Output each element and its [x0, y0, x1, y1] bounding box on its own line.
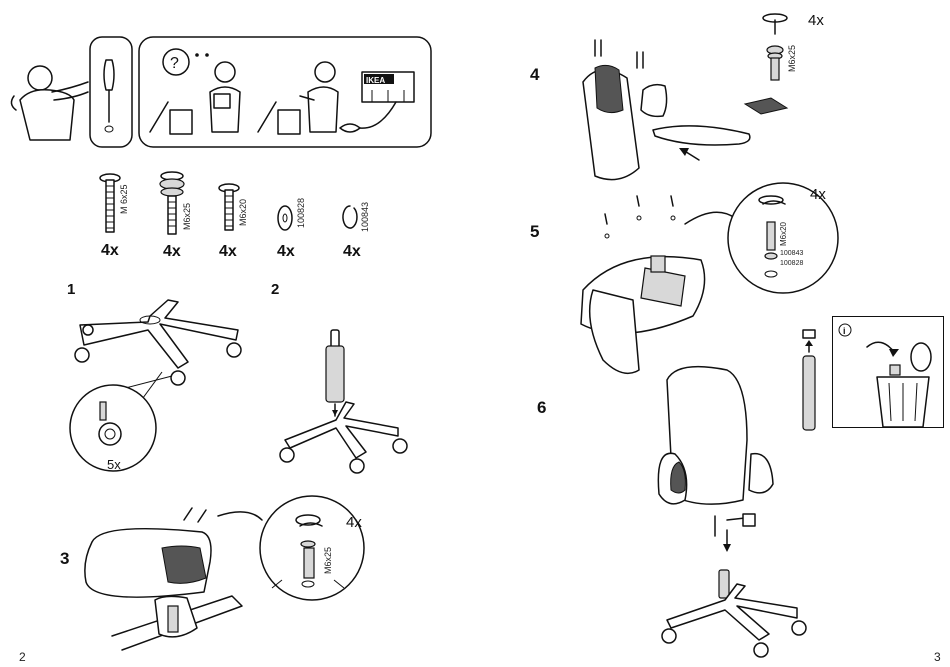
step-6-illustration [658, 330, 815, 657]
step-1-number: 1 [67, 281, 75, 298]
left-page-illustrations: ? IKEA [0, 0, 475, 667]
spring-washer-icon [343, 206, 357, 228]
info-box: i [832, 316, 944, 428]
step-1-detail-qty: 5x [107, 457, 121, 472]
screw-with-washers-icon [160, 172, 184, 234]
trash-disposal-illustration: i [833, 317, 943, 427]
step-1-base-illustration [70, 300, 241, 471]
help-panel: ? IKEA [139, 37, 431, 147]
step-2-number: 2 [271, 281, 279, 298]
step-6-number: 6 [537, 398, 546, 418]
step-3-detail-code: M6x25 [323, 547, 333, 574]
step-4-illustration [583, 14, 787, 180]
part-code-4: 100828 [296, 198, 306, 228]
right-page: i 4 4x M6x25 5 4x M6x20 100843 100828 6 … [475, 0, 950, 667]
step-4-number: 4 [530, 65, 539, 85]
step-5-washer-code-1: 100843 [780, 250, 803, 257]
part-code-2: M6x25 [182, 203, 192, 230]
svg-text:i: i [843, 326, 846, 336]
page-number-right: 3 [934, 650, 941, 664]
screwdriver-panel [90, 37, 132, 147]
step-4-detail-code: M6x25 [787, 45, 797, 72]
part-qty-4: 4x [277, 243, 295, 261]
part-code-5: 100843 [360, 202, 370, 232]
step-5-illustration [581, 183, 838, 373]
step-5-detail-code: M6x20 [779, 222, 788, 246]
svg-text:IKEA: IKEA [366, 76, 385, 85]
step-3-number: 3 [60, 549, 69, 569]
assembly-person-icon [11, 66, 88, 140]
screw-m6x25-icon [100, 174, 120, 232]
step-4-detail-qty: 4x [808, 12, 824, 29]
part-code-3: M6x20 [238, 199, 248, 226]
flat-washer-icon [278, 206, 292, 230]
step-3-detail-qty: 4x [346, 514, 362, 531]
part-qty-5: 4x [343, 243, 361, 261]
screw-m6x20-icon [219, 184, 239, 230]
page-number-left: 2 [19, 650, 26, 664]
step-5-detail-qty: 4x [810, 186, 826, 203]
left-page: ? IKEA [0, 0, 475, 667]
part-qty-3: 4x [219, 243, 237, 261]
part-qty-2: 4x [163, 243, 181, 261]
step-5-number: 5 [530, 222, 539, 242]
svg-text:?: ? [170, 55, 179, 72]
part-qty-1: 4x [101, 242, 119, 260]
part-code-1: M 6x25 [119, 184, 129, 214]
step-5-washer-code-2: 100828 [780, 260, 803, 267]
step-2-illustration [280, 330, 407, 473]
